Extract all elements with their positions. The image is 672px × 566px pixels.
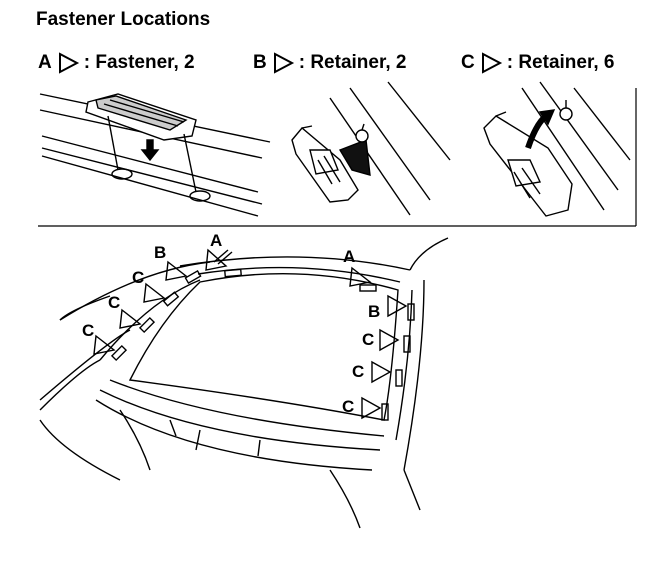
callout-label-a: A [210,231,222,250]
callout-label-c: C [352,362,364,381]
triangle-pointer-icon [205,248,228,271]
legend-item-fastener: A : Fastener, 2 [38,52,195,74]
callout-label-b: B [368,302,380,321]
triangle-pointer-icon [165,260,188,281]
detail-c-retainer-illustration [483,81,631,217]
triangle-pointer-icon [481,52,502,74]
triangle-pointer-icon [93,334,116,355]
callout-pointers [93,248,408,420]
callout-label-c: C [362,330,374,349]
triangle-pointer-icon [119,308,142,329]
triangle-pointer-icon [273,52,294,74]
legend-item-retainer-b: B : Retainer, 2 [253,52,406,74]
triangle-pointer-icon [58,52,79,74]
callout-label-b: B [154,243,166,262]
triangle-pointer-icon [379,328,400,352]
callout-label-c: C [82,321,94,340]
legend-text: : Retainer, 2 [298,52,407,73]
legend-text: : Fastener, 2 [83,52,195,73]
triangle-pointer-icon [371,360,392,384]
legend-letter: C [461,52,475,73]
legend-item-retainer-c: C : Retainer, 6 [461,52,614,74]
legend-text: : Retainer, 6 [506,52,615,73]
legend-letter: B [253,52,267,73]
callout-label-a: A [343,247,355,266]
triangle-pointer-icon [349,266,372,287]
triangle-pointer-icon [361,396,382,420]
callout-label-c: C [342,397,354,416]
triangle-pointer-icon [387,294,408,318]
callout-label-c: C [132,268,144,287]
detail-b-retainer-illustration [291,81,451,216]
callout-label-c: C [108,293,120,312]
triangle-pointer-icon [143,282,166,303]
detail-a-fastener-illustration [39,93,271,217]
page-title: Fastener Locations [36,9,211,30]
legend-letter: A [38,52,52,73]
vehicle-rear-window-illustration [39,237,449,529]
